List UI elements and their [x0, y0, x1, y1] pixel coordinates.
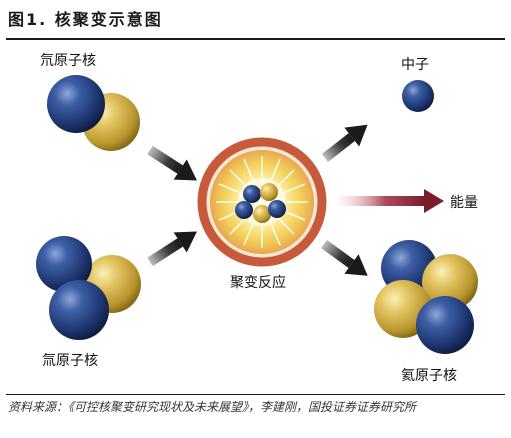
- neutron-output: [402, 80, 434, 112]
- proton-particle: [243, 185, 261, 203]
- deuterium-nucleus: [47, 75, 140, 151]
- neutron-label: 中子: [401, 57, 429, 73]
- helium-label: 氦原子核: [401, 368, 457, 384]
- proton-particle: [49, 280, 109, 340]
- proton-particle: [268, 200, 286, 218]
- fusion-label: 聚变反应: [230, 275, 286, 291]
- deuterium-label: 氘原子核: [40, 53, 96, 69]
- arrow-out-neutron: [321, 124, 368, 162]
- title-divider: [6, 38, 505, 40]
- neutron-particle: [36, 236, 92, 292]
- arrow-out-helium: [321, 239, 368, 276]
- arrow-in-bottom: [147, 231, 197, 267]
- source-divider: [6, 394, 505, 395]
- neutron-particle: [402, 80, 434, 112]
- tritium-nucleus: [36, 236, 141, 340]
- source-note: 资料来源：《可控核聚变研究现状及未来展望》，李建刚，国投证券证券研究所: [8, 400, 417, 414]
- neutron-particle: [422, 254, 478, 310]
- proton-particle: [47, 75, 105, 133]
- fusion-core: [197, 137, 327, 267]
- tritium-label: 氚原子核: [42, 353, 98, 369]
- proton-particle: [235, 201, 253, 219]
- arrow-out-energy: [338, 189, 444, 213]
- neutron-particle: [260, 183, 278, 201]
- figure-title: 图1. 核聚变示意图: [8, 10, 163, 29]
- proton-particle: [416, 296, 474, 354]
- fused-particles: [235, 183, 286, 223]
- energy-label: 能量: [450, 195, 478, 211]
- helium-nucleus: [374, 240, 478, 354]
- neutron-particle: [253, 205, 271, 223]
- arrow-in-top: [147, 145, 197, 181]
